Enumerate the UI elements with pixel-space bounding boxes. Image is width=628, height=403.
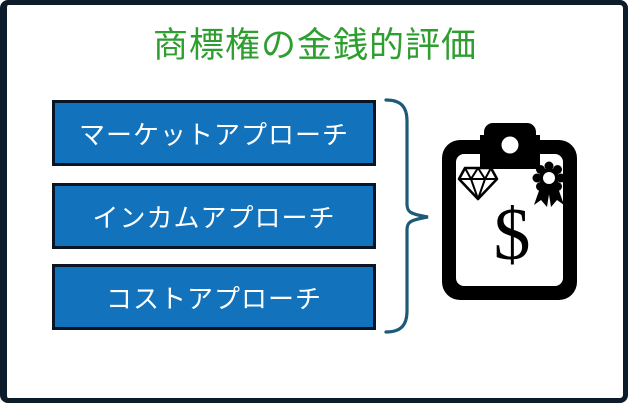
diamond-icon: [457, 166, 499, 201]
clipboard-icon: $: [442, 123, 577, 300]
approach-label-income: インカムアプローチ: [92, 202, 336, 233]
right-brace-icon: [384, 98, 429, 334]
approach-label-market: マーケットアプローチ: [78, 119, 349, 150]
approach-box-cost: コストアプローチ: [52, 264, 376, 330]
approach-box-income: インカムアプローチ: [52, 183, 376, 249]
approach-label-cost: コストアプローチ: [105, 283, 322, 314]
approach-box-market: マーケットアプローチ: [52, 100, 376, 166]
clipboard-clip: [480, 123, 540, 169]
award-ribbon-icon: [532, 161, 566, 207]
slide-title: 商標権の金銭的評価: [152, 26, 477, 65]
dollar-sign: $: [494, 194, 531, 276]
